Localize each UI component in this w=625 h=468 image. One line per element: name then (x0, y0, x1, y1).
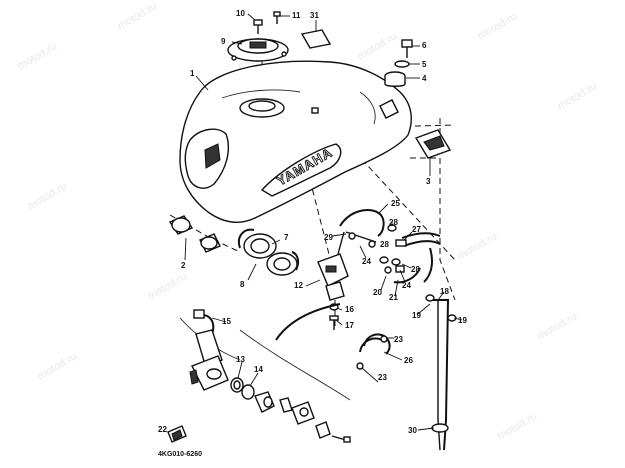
callout-2: 2 (181, 261, 186, 270)
part-22 (167, 425, 187, 443)
fuel-cock-15 (189, 309, 229, 391)
callout-26: 26 (404, 356, 413, 365)
callout-16: 16 (345, 305, 354, 314)
watermark-text: motod.ru (556, 80, 600, 112)
callout-23-lower: 23 (378, 373, 387, 382)
callout-4: 4 (422, 74, 427, 83)
watermark-text: motod.ru (116, 0, 160, 32)
damper-4 (384, 71, 406, 87)
callout-17: 17 (345, 321, 354, 330)
hose-26 (356, 333, 391, 370)
callout-24-left: 24 (362, 257, 371, 266)
screw-10 (253, 19, 263, 34)
watermark-text: motod.ru (536, 310, 580, 342)
callout-28-mid: 28 (380, 240, 389, 249)
callout-3: 3 (426, 177, 431, 186)
callout-14: 14 (254, 365, 263, 374)
callout-28-right: 28 (411, 265, 420, 274)
fuel-cock-12 (317, 231, 349, 301)
watermark-text: motod.ru (26, 180, 70, 212)
callout-28-top: 28 (389, 218, 398, 227)
drain-pipe-18 (425, 294, 457, 451)
callout-21: 21 (389, 293, 398, 302)
washer-5 (394, 60, 410, 68)
bracket-3 (414, 129, 452, 159)
callout-25: 25 (391, 199, 400, 208)
callout-23-upper: 23 (394, 335, 403, 344)
o-ring-14 (241, 384, 255, 400)
callout-15: 15 (222, 317, 231, 326)
callout-20: 20 (373, 288, 382, 297)
figure-code: 4KG010-6260 (158, 451, 202, 458)
callout-10: 10 (236, 9, 245, 18)
watermark-text: motod.ru (476, 10, 520, 42)
hose-bracket-25 (339, 209, 385, 248)
damper-2 (168, 215, 221, 253)
callout-8: 8 (240, 280, 245, 289)
callout-7: 7 (284, 233, 289, 242)
screw-17 (329, 315, 339, 330)
callout-27: 27 (412, 225, 421, 234)
watermark-text: motod.ru (36, 350, 80, 382)
callout-13: 13 (236, 355, 245, 364)
callout-19-left: 19 (412, 311, 421, 320)
bolt-6 (401, 39, 413, 58)
callout-9: 9 (221, 37, 226, 46)
callout-31: 31 (310, 11, 319, 20)
callout-22: 22 (158, 425, 167, 434)
callout-6: 6 (422, 41, 427, 50)
leader-lines (184, 13, 463, 431)
watermark-text: motod.ru (356, 30, 400, 62)
callout-12: 12 (294, 281, 303, 290)
label-31 (300, 29, 332, 49)
screw-11 (273, 11, 281, 24)
hose-set (384, 232, 441, 284)
watermark-text: motod.ru (146, 270, 190, 302)
callout-19-right: 19 (458, 316, 467, 325)
callout-numbers: 1 2 3 4 5 6 7 8 9 10 11 12 13 14 15 16 1… (158, 9, 467, 435)
fuel-tank: YAMAHA (179, 60, 412, 223)
level-gauge-7 (238, 228, 300, 276)
callout-24-right: 24 (402, 281, 411, 290)
fuel-cap (227, 38, 289, 62)
cock-parts (254, 391, 351, 443)
watermark-text: motod.ru (16, 40, 60, 72)
callout-30: 30 (408, 426, 417, 435)
washer-13 (230, 377, 244, 393)
callout-5: 5 (422, 60, 427, 69)
callout-11: 11 (292, 11, 301, 20)
callout-1: 1 (190, 69, 195, 78)
watermark-text: motod.ru (496, 410, 540, 442)
callout-29: 29 (324, 233, 333, 242)
watermark-text: motod.ru (456, 230, 500, 262)
callout-18: 18 (440, 287, 449, 296)
